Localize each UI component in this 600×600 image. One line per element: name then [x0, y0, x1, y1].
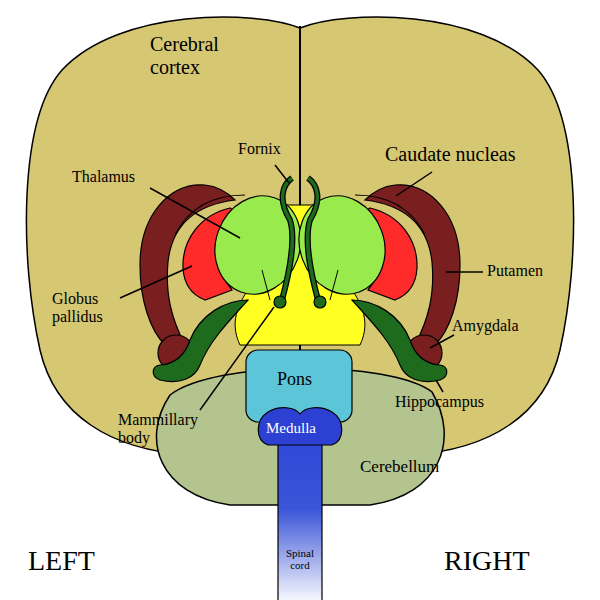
leader-line	[436, 380, 443, 392]
spinal-cord-shape	[278, 430, 322, 600]
region-label: Cerebral cortex	[150, 33, 245, 79]
part-label: Caudate nucleas	[385, 143, 516, 166]
side-label: LEFT	[28, 545, 95, 577]
fornix-right-fill	[308, 178, 318, 300]
fornix-left	[282, 178, 292, 300]
part-label: Medulla	[266, 420, 316, 437]
part-label: Putamen	[487, 262, 543, 280]
leader-lines	[120, 165, 483, 410]
leader-line	[150, 188, 240, 238]
thalamus-right	[285, 184, 398, 307]
thalamus-stripe	[262, 270, 270, 300]
part-label: Thalamus	[72, 168, 135, 186]
mammillary-right	[314, 296, 326, 308]
leader-line	[200, 307, 274, 410]
part-label: Mammillary body	[118, 411, 213, 448]
part-label: Spinal cord	[278, 548, 322, 571]
thalamus-stripe	[330, 270, 338, 300]
leader-line	[275, 165, 289, 183]
leader-line	[446, 271, 483, 273]
mammillary-left	[274, 296, 286, 308]
fornix-left-fill	[282, 178, 292, 300]
part-label: Hippocampus	[395, 393, 484, 411]
part-label: Pons	[277, 369, 312, 390]
part-label: Cerebellum	[360, 457, 439, 477]
thalamus-left	[201, 184, 314, 307]
part-label: Amygdala	[452, 317, 519, 335]
part-label: Fornix	[238, 140, 281, 158]
hippocampus-right	[352, 300, 447, 382]
leader-line	[430, 335, 454, 348]
side-label: RIGHT	[444, 545, 530, 577]
pons-shape	[246, 350, 352, 422]
part-label: Globus pallidus	[52, 290, 127, 327]
fornix-right	[308, 178, 318, 300]
leader-line	[120, 266, 192, 298]
leader-line	[396, 172, 432, 196]
medulla-shape	[258, 408, 342, 445]
hippocampus-left	[153, 300, 248, 382]
